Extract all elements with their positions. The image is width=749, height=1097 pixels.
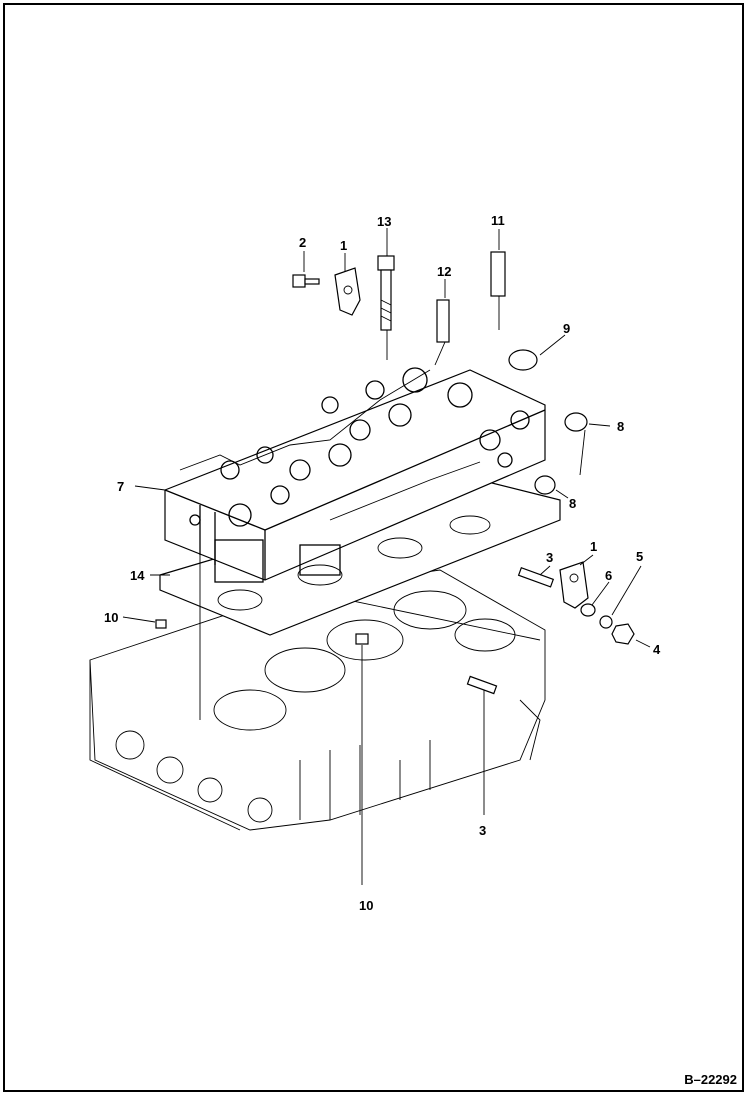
nut xyxy=(611,623,635,645)
head-bolt xyxy=(377,255,395,331)
screw-10-center xyxy=(355,633,369,645)
washer xyxy=(580,603,596,617)
leader-lines xyxy=(122,228,651,885)
stud-upper xyxy=(517,566,555,588)
page-border xyxy=(3,3,744,1092)
callout-10-bottom: 10 xyxy=(359,898,373,913)
callout-10-left: 10 xyxy=(104,610,118,625)
callout-2: 2 xyxy=(299,235,306,250)
lifting-bracket-upper xyxy=(334,267,361,316)
small-bolt xyxy=(292,274,320,288)
lock-washer xyxy=(599,615,613,629)
callout-5: 5 xyxy=(636,549,643,564)
valve-guide-12 xyxy=(436,299,450,343)
cylinder-head xyxy=(164,367,546,583)
callout-4: 4 xyxy=(653,642,661,657)
callout-1-lower: 1 xyxy=(590,539,597,554)
plug-9 xyxy=(508,349,538,371)
callout-8-upper: 8 xyxy=(617,419,624,434)
callout-8-lower: 8 xyxy=(569,496,576,511)
callout-1-upper: 1 xyxy=(340,238,347,253)
lifting-bracket-lower xyxy=(559,561,589,609)
callout-labels: 1 1 2 3 3 4 5 6 7 8 8 9 10 10 11 12 13 1… xyxy=(104,213,661,913)
callout-6: 6 xyxy=(605,568,612,583)
seal-8-upper xyxy=(564,412,588,432)
stud-lower xyxy=(466,675,498,695)
callout-12: 12 xyxy=(437,264,451,279)
figure-number: B–22292 xyxy=(684,1072,737,1087)
valve-guide-11 xyxy=(490,251,506,297)
engine-block-outline xyxy=(89,569,546,831)
callout-11: 11 xyxy=(491,213,505,228)
callout-9: 9 xyxy=(563,321,570,336)
callout-3-lower: 3 xyxy=(479,823,486,838)
callout-13: 13 xyxy=(377,214,391,229)
callout-14: 14 xyxy=(130,568,145,583)
callout-3-upper: 3 xyxy=(546,550,553,565)
callout-7: 7 xyxy=(117,479,124,494)
screw-10-left xyxy=(155,619,167,629)
seal-8-lower xyxy=(534,475,556,495)
